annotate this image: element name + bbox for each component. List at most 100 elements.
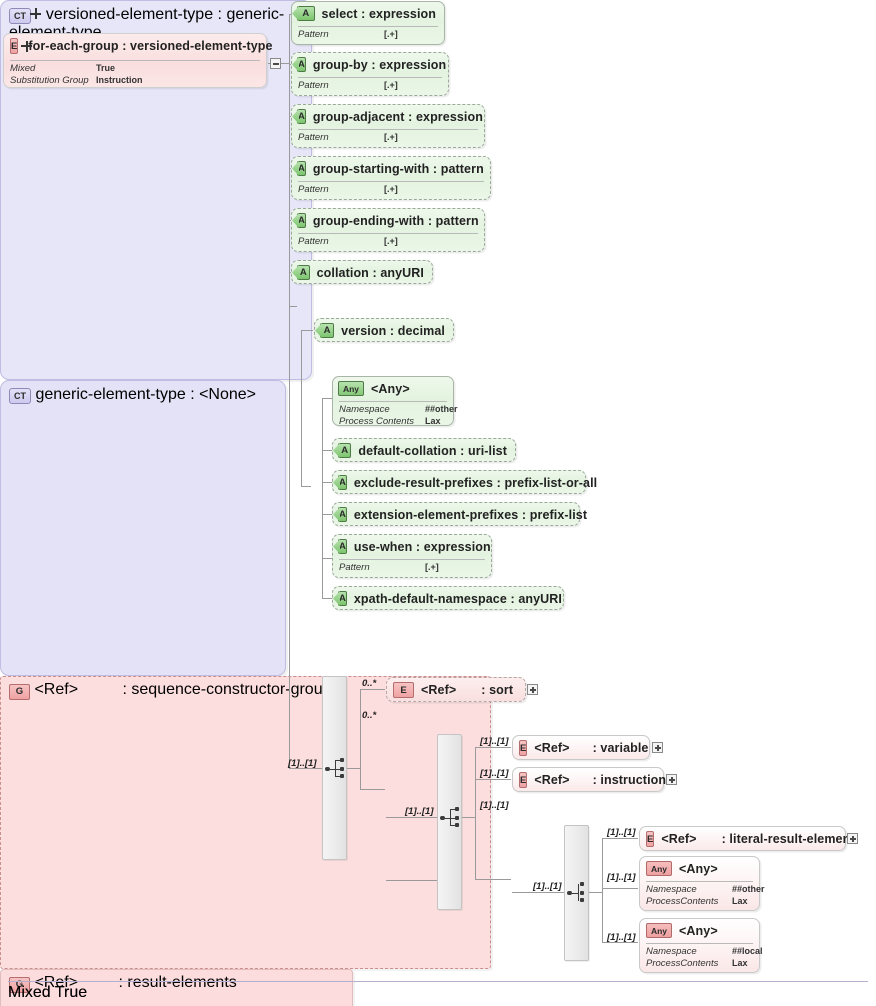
facet-row: Pattern [.+] [298,132,478,144]
any-header: Any <Any> [640,919,759,942]
expand-variable-toggle[interactable] [652,742,663,753]
connector-line [322,398,334,399]
group-result-elements[interactable]: G <Ref> : result-elements [0,969,353,1006]
ref-type: : instruction [592,773,667,787]
connector-line [289,768,322,769]
connector-trunk [322,398,323,598]
ref-element-instruction[interactable]: E <Ref> : instruction [512,767,667,792]
ref-element-variable[interactable]: E <Ref> : variable [512,735,650,760]
connector-line pink [386,880,437,881]
cardinality-label: 0..* [362,710,377,721]
group-sequence-constructor-group[interactable]: G <Ref> : sequence-constructor-group [0,676,491,969]
element-icon: E [519,740,528,756]
connector-trunk [360,689,361,789]
attribute-exclude-result-prefixes[interactable]: A exclude-result-prefixes : prefix-list-… [332,470,597,494]
ref-label: <Ref> [421,683,457,697]
property-key: Mixed [10,63,36,74]
attribute-extension-element-prefixes[interactable]: A extension-element-prefixes : prefix-li… [332,502,587,526]
cardinality-label: [1]..[1] [480,768,509,779]
any-element-local[interactable]: Any <Any> Namespace ##local ProcessConte… [639,918,763,973]
complextype-name: generic-element-type : <None> [35,386,257,403]
compositor-choice-scg[interactable] [437,734,462,910]
attribute-header: A use-when : expression [333,535,491,558]
cardinality-label: [1]..[1] [607,827,636,838]
attribute-header: A default-collation : uri-list [333,439,515,462]
cardinality-label: [1]..[1] [288,758,317,769]
any-header: Any <Any> [640,857,759,880]
attribute-group-by[interactable]: A group-by : expression Pattern [.+] [291,52,449,96]
connector-trunk [289,306,290,768]
cardinality-label: 0..* [362,678,377,689]
attribute-xpath-default-namespace[interactable]: A xpath-default-namespace : anyURI [332,586,564,610]
complextype-header: CT versioned-element-type : generic-elem… [1,1,311,45]
any-icon: Any [646,861,672,876]
element-properties: Mixed True Substitution Group Instructio… [10,60,260,86]
ref-header: E <Ref> : sort [387,678,525,702]
connector-line [301,486,311,487]
attribute-facets: Pattern [.+] [298,77,442,92]
facet-key: Pattern [298,184,329,195]
property-row: Mixed True [8,984,868,1002]
facet-key: Pattern [298,80,329,91]
connector-line [301,330,313,331]
attribute-header: A xpath-default-namespace : anyURI [333,587,563,610]
attribute-use-when[interactable]: A use-when : expression Pattern [.+] [332,534,492,578]
facet-row: Pattern [.+] [298,29,438,41]
connector-trunk [475,747,476,879]
any-element-generic[interactable]: Any <Any> Namespace ##other Process Cont… [332,376,458,427]
element-icon: E [10,38,19,54]
complextype-header: CT generic-element-type : <None> [1,381,285,407]
attribute-facets: Pattern [.+] [298,129,478,144]
attribute-header: A version : decimal [315,319,453,342]
connector-line [289,306,297,307]
connector-line [475,779,511,780]
property-value: True [54,984,88,1001]
group-icon: G [9,976,30,993]
group-header: G <Ref> : sequence-constructor-group [1,677,490,704]
connector-line [386,817,437,818]
facet-row: Pattern [.+] [298,80,442,92]
attribute-select[interactable]: A select : expression Pattern [.+] [291,1,445,45]
property-key: Namespace [646,884,697,895]
connector-trunk [301,330,302,486]
attribute-icon: A [297,109,306,124]
attribute-icon: A [320,323,335,338]
root-element-for-each-group[interactable]: E for-each-group : versioned-element-typ… [3,33,272,88]
attribute-group-ending-with[interactable]: A group-ending-with : pattern Pattern [.… [291,208,485,252]
facet-key: Pattern [298,29,329,40]
connector-line [322,450,334,451]
attribute-version[interactable]: A version : decimal [314,318,454,342]
ref-element-literal-result-element[interactable]: E <Ref> : literal-result-element [639,826,854,851]
connector-line [512,892,564,893]
attribute-collation[interactable]: A collation : anyURI [291,260,433,284]
group-label: <Ref> [34,974,79,991]
attribute-group-starting-with[interactable]: A group-starting-with : pattern Pattern … [291,156,491,200]
facet-value: [.+] [425,562,439,572]
property-key: ProcessContents [646,957,719,969]
connector-line [347,768,360,769]
ref-element-sort[interactable]: E <Ref> : sort [386,677,526,702]
element-name: for-each-group : versioned-element-type [28,39,273,53]
connector-line [360,789,385,790]
connector-line [360,689,385,690]
property-key: Namespace [646,946,697,957]
expand-literal-result-element-toggle[interactable] [847,833,858,844]
attribute-name: group-ending-with : pattern [312,213,479,228]
attribute-default-collation[interactable]: A default-collation : uri-list [332,438,516,462]
expand-sort-toggle[interactable] [527,684,538,695]
sequence-icon [325,758,347,779]
ref-header: E <Ref> : literal-result-element [640,827,854,851]
root-collapse-toggle[interactable] [270,58,281,69]
expand-instruction-toggle[interactable] [666,774,677,785]
complextype-icon: CT [9,388,31,404]
cardinality-label: [1]..[1] [480,736,509,747]
element-icon: E [646,831,655,847]
facet-value: [.+] [384,29,398,39]
cardinality-label: [1]..[1] [607,872,636,883]
attribute-name: extension-element-prefixes : prefix-list [353,507,588,522]
complextype-generic-element-type[interactable]: CT generic-element-type : <None> Mixed T… [0,380,868,1001]
attribute-group-adjacent[interactable]: A group-adjacent : expression Pattern [.… [291,104,485,148]
group-header: G <Ref> : result-elements [1,970,352,997]
facet-value: [.+] [384,132,398,142]
any-element-other[interactable]: Any <Any> Namespace ##other ProcessConte… [639,856,765,911]
